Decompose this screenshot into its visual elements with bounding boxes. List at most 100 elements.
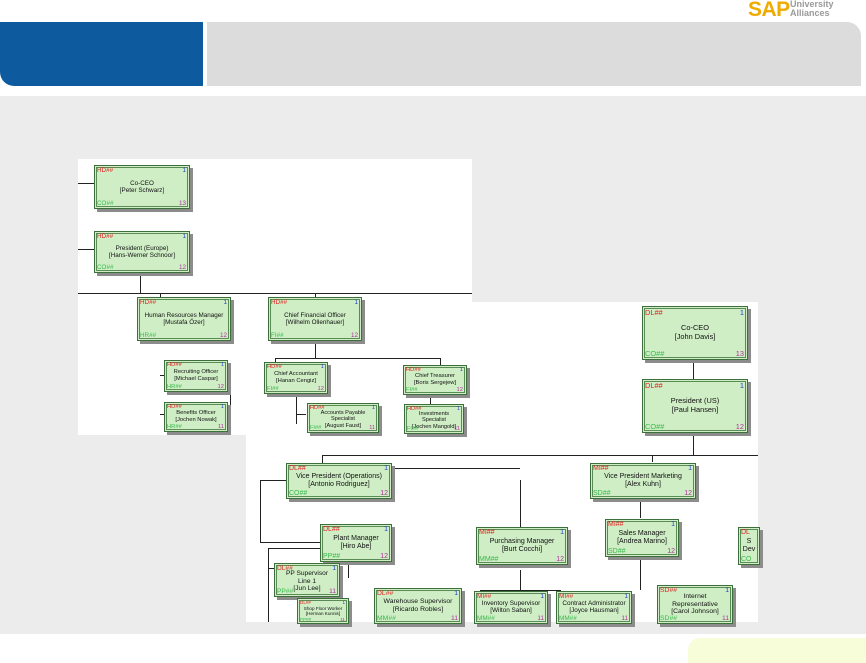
node-detail: [Hans-Werner Schnoor] — [108, 251, 176, 259]
node-level: 1 — [739, 381, 744, 390]
node-module: FI## — [267, 386, 279, 392]
node-code: HD## — [310, 405, 325, 411]
node-detail: [Ricardo Robles] — [392, 605, 444, 613]
node-detail: [Mustafa Özer] — [163, 318, 205, 326]
node-inner-border — [592, 465, 694, 497]
connector-line — [640, 555, 641, 590]
node-count: 12 — [456, 387, 463, 393]
node-title: Chief Treasurer[Boris Sergejew] — [406, 373, 464, 386]
node-inner-border — [276, 565, 338, 595]
connector-line — [315, 337, 316, 359]
node-module: CO## — [97, 264, 114, 271]
node-title: President (US)[Paul Hansen] — [645, 397, 745, 414]
connector-line — [160, 375, 165, 376]
org-node-cfo: Chief Financial Officer[Wilhelm Ollenhau… — [268, 297, 362, 341]
org-node-vp-marketing: Vice President Marketing[Alex Kuhn]MI##1… — [590, 463, 696, 499]
node-title: Inventory Supervisor[Wilton Saban] — [477, 600, 545, 615]
logo-sap-text: SAP — [748, 0, 790, 21]
node-position: President (Europe) — [115, 244, 169, 252]
node-module: MM## — [477, 615, 495, 622]
node-count: 11 — [369, 425, 375, 431]
node-detail: [Alex Kuhn] — [625, 480, 661, 488]
node-level: 1 — [342, 600, 345, 605]
node-module: CO — [741, 556, 752, 563]
node-position: Co-CEO — [681, 323, 709, 333]
connector-line — [268, 568, 276, 569]
node-position: Accounts Payable — [320, 410, 366, 416]
org-node-vp-operations: Vice President (Operations)[Antonio Rodr… — [286, 463, 392, 499]
node-detail: [Carol Johnson] — [671, 608, 719, 616]
connector-line — [260, 542, 322, 543]
node-detail: [Herman Kunnis] — [305, 610, 341, 616]
node-detail: [Paul Hansen] — [671, 405, 719, 414]
node-title: Co-CEO[Peter Schwarz] — [97, 180, 187, 194]
node-count: 12 — [350, 332, 358, 339]
node-inner-border — [644, 381, 746, 431]
node-detail: Representative — [672, 600, 718, 608]
node-title: Plant Manager[Hiro Abe] — [323, 535, 389, 551]
node-detail: Specialist — [331, 416, 355, 423]
connector-line — [348, 562, 349, 578]
connector-line — [275, 358, 440, 359]
node-position: S — [746, 537, 752, 545]
connector-line — [296, 414, 306, 415]
connector-line — [520, 480, 521, 530]
node-detail: [Michael Caspar] — [174, 375, 218, 382]
connector-line — [440, 358, 441, 366]
org-node-warehouse-supervisor: Warehouse Supervisor[Ricardo Robles]DL##… — [374, 588, 462, 624]
node-count: 12 — [684, 490, 692, 497]
node-level: 1 — [560, 529, 564, 536]
node-count: 12 — [380, 553, 388, 560]
node-code: DL## — [300, 600, 311, 605]
node-title: Contract Administrator[Joyce Hausman] — [559, 600, 629, 615]
node-code: HD## — [271, 299, 288, 306]
node-count: 12 — [219, 332, 227, 339]
node-count: 11 — [340, 617, 345, 622]
node-detail: [Andrea Marino] — [617, 537, 667, 545]
node-module: FI## — [310, 425, 322, 431]
node-detail: [Hiro Abe] — [340, 542, 372, 550]
node-title: Chief Financial Officer[Wilhelm Ollenhau… — [271, 312, 359, 326]
node-code: DL — [741, 529, 750, 536]
connector-line — [480, 590, 560, 591]
node-level: 1 — [384, 465, 388, 472]
node-level: 1 — [182, 167, 186, 174]
node-level: 1 — [540, 593, 544, 600]
node-module: CO## — [645, 349, 665, 358]
connector-line — [78, 249, 94, 250]
node-level: 1 — [371, 405, 375, 411]
node-detail: [John Davis] — [674, 332, 716, 341]
node-inner-border — [166, 362, 226, 390]
node-level: 1 — [624, 593, 628, 600]
node-position: Chief Financial Officer — [284, 311, 346, 319]
connector-line — [296, 390, 297, 424]
node-code: DL## — [377, 590, 394, 597]
node-level: 1 — [320, 364, 324, 370]
node-inner-border — [405, 367, 465, 393]
node-inner-border — [476, 593, 546, 622]
node-inner-border — [322, 526, 390, 560]
node-inner-border — [309, 405, 377, 431]
node-module: FI## — [271, 332, 284, 339]
node-code: HD## — [167, 362, 182, 368]
node-position: Inventory Supervisor — [481, 600, 541, 608]
node-position: Sales Manager — [618, 529, 666, 537]
org-node-president-europe: President (Europe)[Hans-Werner Schnoor]H… — [94, 231, 190, 273]
node-detail: [Jun Lee] — [293, 585, 321, 593]
node-level: 1 — [459, 367, 463, 373]
node-module: CO## — [97, 200, 114, 207]
node-title: Human Resources Manager[Mustafa Özer] — [140, 312, 228, 326]
node-code: HD## — [407, 406, 422, 412]
